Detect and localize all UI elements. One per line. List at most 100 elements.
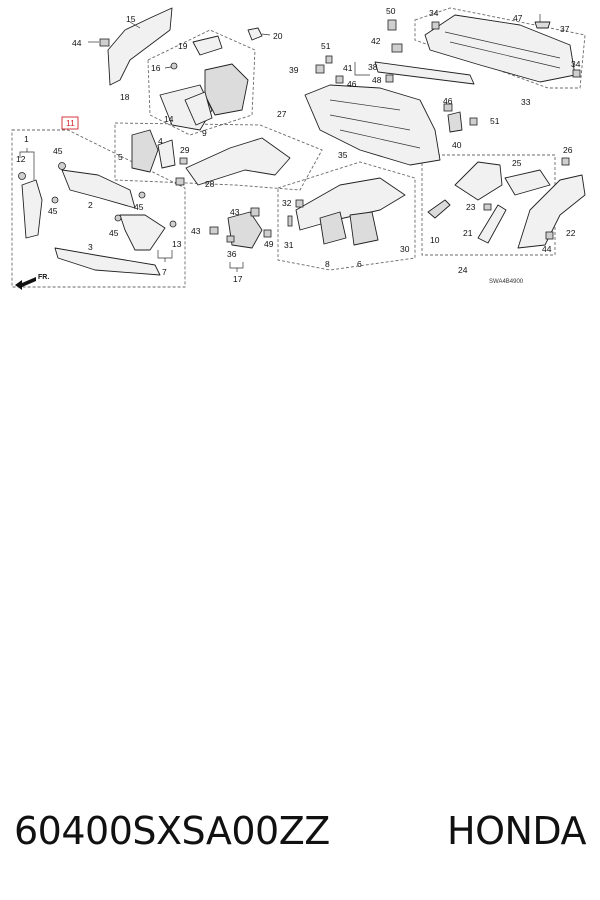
bolt-46-b	[443, 103, 453, 112]
bolt-16	[170, 62, 178, 70]
callout-11: 11	[66, 118, 75, 128]
callout-14: 14	[164, 114, 174, 124]
part-24-member	[454, 161, 503, 201]
callout-42: 42	[371, 36, 381, 46]
bolt-44-top	[88, 38, 110, 47]
bolt-23	[483, 203, 492, 211]
callout-49: 49	[264, 239, 274, 249]
bolt-48	[385, 74, 394, 83]
callout-16: 16	[151, 63, 161, 73]
callout-41: 41	[343, 63, 353, 73]
callout-23: 23	[466, 202, 476, 212]
part-5-bracket	[131, 129, 159, 173]
brand-name: HONDA	[447, 809, 587, 853]
bolt-45-d	[138, 191, 146, 199]
callout-19: 19	[178, 41, 188, 51]
part-3-lower-member	[54, 247, 161, 276]
part-4-bracket	[157, 139, 176, 169]
part-2-upper-member	[61, 169, 136, 209]
part-10-bracket	[427, 199, 451, 219]
bolt-51-b	[469, 117, 478, 126]
callout-43: 43	[230, 207, 240, 217]
part-20-shape	[247, 27, 263, 41]
callout-20: 20	[273, 31, 283, 41]
part-38-strip	[374, 61, 475, 85]
callout-46: 46	[443, 96, 453, 106]
callout-12: 12	[16, 154, 26, 164]
part-19-shape	[192, 35, 223, 56]
callout-43: 43	[191, 226, 201, 236]
group-frame-11	[11, 129, 186, 288]
bolt-26	[561, 157, 570, 166]
callout-44: 44	[72, 38, 82, 48]
clip-31	[287, 215, 293, 227]
callout-13: 13	[172, 239, 182, 249]
callout-38: 38	[368, 62, 378, 72]
front-direction-arrow	[15, 277, 36, 290]
callout-40: 40	[452, 140, 462, 150]
group-frame-30	[277, 161, 416, 271]
bolt-43-b	[250, 207, 260, 217]
callout-29: 29	[180, 145, 190, 155]
callout-25: 25	[512, 158, 522, 168]
part-15-shape	[107, 7, 173, 86]
bolt-13	[169, 220, 177, 228]
callout-50: 50	[386, 6, 396, 16]
bolt-36	[226, 235, 235, 243]
part-9-shape	[184, 91, 213, 126]
callout-34: 34	[429, 8, 439, 18]
part-35-dashboard	[304, 84, 441, 166]
callout-9: 9	[202, 128, 207, 138]
callout-31: 31	[284, 240, 294, 250]
part-footer: 60400SXSA00ZZ HONDA	[0, 796, 600, 866]
callout-21: 21	[463, 228, 473, 238]
callout-32: 32	[282, 198, 292, 208]
part-17-box	[204, 63, 249, 116]
callout-45: 45	[109, 228, 119, 238]
part-17-bracket	[227, 211, 263, 249]
callout-24: 24	[458, 265, 468, 275]
part-37-clip	[534, 21, 551, 29]
front-direction-label: FR.	[38, 274, 49, 281]
callout-15: 15	[126, 14, 136, 24]
part-25-shape	[504, 169, 551, 196]
bolt-34-b	[572, 69, 581, 78]
bolt-39	[315, 64, 325, 74]
part-7-bracket	[119, 214, 166, 251]
bolt-32	[295, 199, 304, 208]
callout-17: 17	[233, 274, 243, 284]
callout-36: 36	[227, 249, 237, 259]
part-1-upright	[21, 179, 43, 239]
callout-47: 47	[513, 13, 523, 23]
callout-18: 18	[120, 92, 130, 102]
callout-3: 3	[88, 242, 93, 252]
callout-26: 26	[563, 145, 573, 155]
callout-39: 39	[289, 65, 299, 75]
callout-8: 8	[325, 259, 330, 269]
callout-45: 45	[48, 206, 58, 216]
callout-7: 7	[162, 267, 167, 277]
part-21-rail	[477, 204, 507, 244]
part-number: 60400SXSA00ZZ	[14, 809, 330, 853]
callout-6: 6	[357, 259, 362, 269]
callout-11-highlight-box	[61, 116, 79, 130]
callout-45: 45	[134, 202, 144, 212]
part-40-bracket	[447, 111, 463, 133]
bolt-28	[175, 177, 185, 186]
bolt-45-c	[114, 214, 122, 222]
bolt-42	[391, 43, 403, 53]
bolt-51-a	[325, 55, 333, 64]
group-frame-27	[114, 122, 323, 191]
bolt-12	[18, 172, 26, 180]
group-frame-24	[421, 154, 556, 256]
bolt-45-a	[58, 162, 66, 170]
bolt-34-a	[431, 21, 440, 30]
callout-34: 34	[571, 59, 581, 69]
callout-35: 35	[338, 150, 348, 160]
diagram-code: SWA4B4900	[489, 279, 524, 285]
callout-2: 2	[88, 200, 93, 210]
callout-33: 33	[521, 97, 531, 107]
callout-48: 48	[372, 75, 382, 85]
part-8-bracket	[319, 211, 347, 245]
